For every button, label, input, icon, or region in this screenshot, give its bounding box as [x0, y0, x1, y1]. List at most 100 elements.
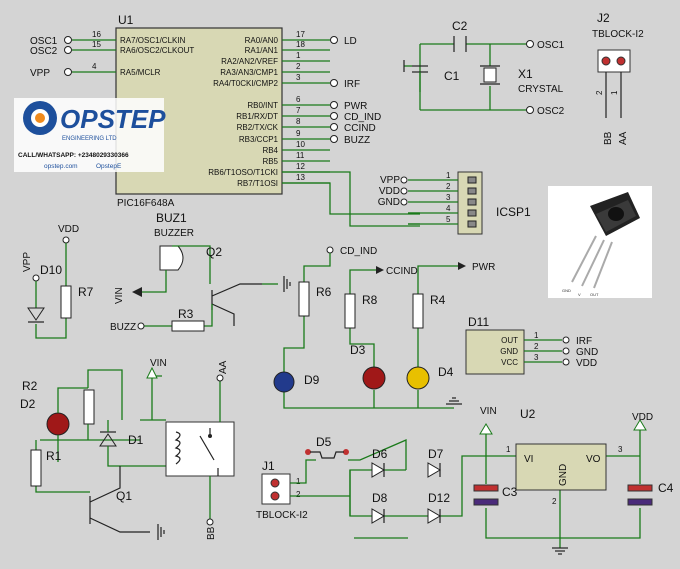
u1-net-label: OSC2: [30, 46, 58, 57]
buz1-ref: BUZ1: [156, 211, 187, 225]
u1-right-terminal: [330, 79, 338, 87]
u2-pin3: 3: [618, 445, 623, 454]
icsp-terminal: [400, 187, 408, 195]
osc1-terminal: [526, 40, 534, 48]
osc2-terminal: [526, 106, 534, 114]
u1-right-terminal: [330, 101, 338, 109]
u1-pin-num: 6: [296, 95, 301, 104]
d11-pin-num: 2: [534, 342, 539, 351]
r6-ref: R6: [316, 285, 332, 299]
r1-ref: R1: [46, 449, 62, 463]
u1-pin-num: 9: [296, 129, 301, 138]
u1-left-terminal: [64, 68, 72, 76]
u1-right-terminal: [330, 36, 338, 44]
u1-net-label: CD_IND: [344, 112, 381, 123]
u1-pin-num: 10: [296, 140, 305, 149]
d12-ref: D12: [428, 491, 450, 505]
u1-pin-num: 17: [296, 30, 305, 39]
q2-ref: Q2: [206, 245, 222, 259]
logo-site: opstep.com: [44, 163, 78, 170]
bridge-diode: [371, 508, 385, 524]
u2-pin2: 2: [552, 497, 557, 506]
d11-net-label: GND: [576, 347, 598, 358]
ir-receiver-photo: GND V OUT: [562, 192, 640, 297]
icsp-net-label: VPP: [380, 175, 400, 186]
u1-pin-num: 15: [92, 40, 101, 49]
icsp-pin-num: 1: [446, 171, 451, 180]
q1-ref: Q1: [116, 489, 132, 503]
u1-left-terminal: [64, 36, 72, 44]
ccind-label: CCIND: [386, 266, 418, 277]
d11-pin-name: GND: [500, 347, 518, 356]
icsp-net-label: VDD: [379, 186, 400, 197]
j2-part: TBLOCK-I2: [592, 29, 644, 40]
d2-ref: D2: [20, 397, 36, 411]
u1-pin-name: RB5: [262, 157, 278, 166]
u1-right-terminal: [330, 123, 338, 131]
u1-pin-name: RA4/T0CKI/CMP2: [213, 79, 278, 88]
u1-right-terminal: [330, 112, 338, 120]
osc1-net-label: OSC1: [537, 40, 565, 51]
u1-pin-name: RA1/AN1: [245, 46, 279, 55]
bridge-diode: [427, 462, 441, 478]
icsp-terminal: [400, 198, 408, 206]
relay-aa-label: AA: [218, 360, 229, 374]
j1-pin2: 2: [296, 490, 301, 499]
j2-ref: J2: [597, 11, 610, 25]
j2-terminal-block: J2 TBLOCK-I2 2 1 BB AA: [592, 11, 644, 145]
logo-sub: ENGINEERING LTD: [62, 136, 117, 142]
x1-label: X1: [518, 67, 533, 81]
buzzer-section: BUZ1 BUZZER VIN Q2 R3 BUZZ: [110, 211, 291, 333]
c4-ref: C4: [658, 481, 674, 495]
d11-pin-num: 1: [534, 331, 539, 340]
led-indicators: CD_IND R6 D9 CCIND R8 D3 PWR R4 D4: [273, 246, 495, 409]
x1-value: CRYSTAL: [518, 84, 564, 95]
d11-terminal: [562, 347, 570, 355]
d10-ref: D10: [40, 263, 62, 277]
u1-net-label: CCIND: [344, 123, 376, 134]
u1-pin-num: 16: [92, 30, 101, 39]
j2-pin2: 2: [595, 90, 604, 95]
d11-ref: D11: [468, 315, 489, 329]
j2-pin1: 1: [610, 90, 619, 95]
j1-ref: J1: [262, 459, 275, 473]
u2-vi: VI: [524, 454, 533, 465]
u1-pin-name: RB7/T1OSI: [237, 179, 278, 188]
u2-vo: VO: [586, 454, 601, 465]
d11-net-label: VDD: [576, 358, 597, 369]
d1-ref: D1: [128, 433, 144, 447]
icsp-pin-contact: [467, 209, 477, 217]
u1-pin-num: 12: [296, 162, 305, 171]
u1-net-label: LD: [344, 36, 357, 47]
u1-right-terminal: [330, 135, 338, 143]
logo-brand: OPSTEP: [60, 104, 166, 134]
relay-bb-label: BB: [206, 526, 217, 540]
d4-ref: D4: [438, 365, 454, 379]
icsp-pin-num: 3: [446, 193, 451, 202]
icsp-ref: ICSP1: [496, 205, 531, 219]
ir-pin-gnd: GND: [562, 288, 571, 293]
logo-handle: OpstepE: [96, 163, 122, 170]
u1-pin-num: 18: [296, 40, 305, 49]
u1-pin-num: 7: [296, 106, 301, 115]
r7-ref: R7: [78, 285, 94, 299]
u1-ref: U1: [118, 13, 134, 27]
icsp-pin-contact: [467, 176, 477, 184]
power-supply: J1 TBLOCK-I2 1 2 D5 D6 D7 D8 D12 VIN VDD…: [256, 406, 674, 555]
icsp-net-label: GND: [378, 197, 400, 208]
u1-pin-num: 11: [296, 151, 305, 160]
d10-vdd-label: VDD: [58, 224, 79, 235]
u2-ref: U2: [520, 407, 536, 421]
u1-pin-name: RB2/TX/CK: [237, 123, 279, 132]
c2-label: C2: [452, 19, 468, 33]
osc2-net-label: OSC2: [537, 106, 565, 117]
d8-ref: D8: [372, 491, 388, 505]
relay-vin-label: VIN: [150, 358, 167, 369]
j2-net-bb: BB: [603, 131, 614, 145]
d11-terminal: [562, 358, 570, 366]
u1-pin-name: RA7/OSC1/CLKIN: [120, 36, 186, 45]
